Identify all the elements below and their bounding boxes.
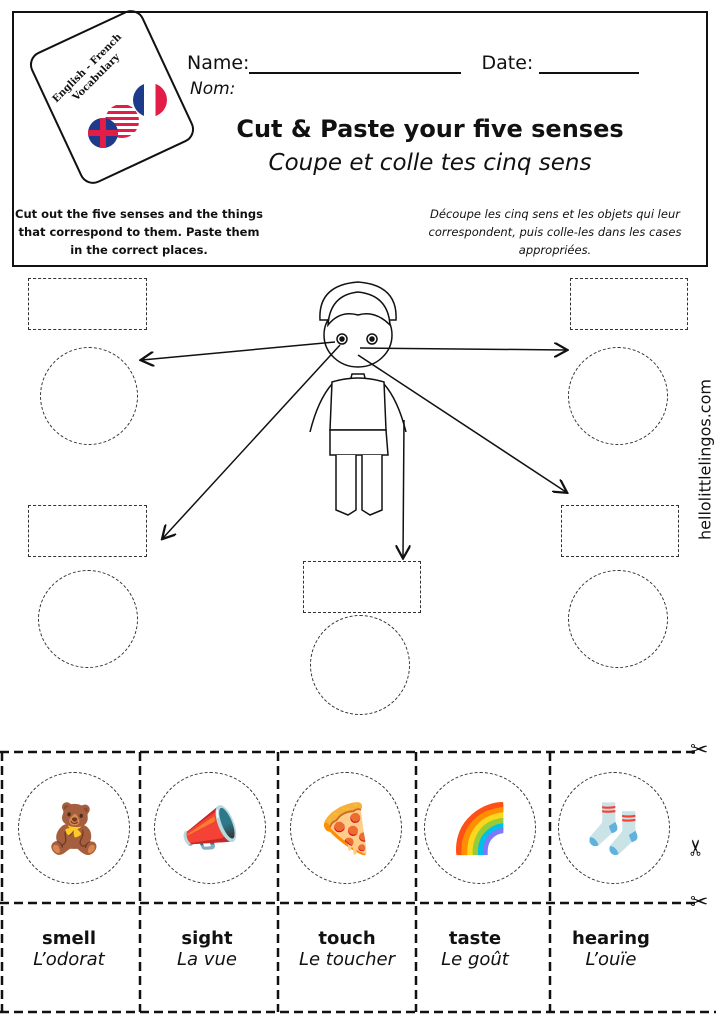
- paste-label-box: [561, 505, 679, 557]
- cut-grid: [0, 750, 716, 1014]
- instructions-french: Découpe les cinq sens et les objets qui …: [428, 207, 682, 257]
- paste-image-circle: [568, 347, 668, 445]
- website-url: hellolittlelingos.com: [695, 379, 715, 540]
- name-field[interactable]: Name: Date:: [187, 52, 640, 74]
- french-flag-icon: [133, 83, 167, 117]
- sense-label-fr: L’ouïe: [585, 949, 637, 970]
- uk-flag-icon: [88, 118, 118, 148]
- teddy-bear-icon[interactable]: 🧸: [18, 772, 130, 884]
- sense-label-en: touch: [318, 928, 376, 949]
- scissors-icon: ✂: [690, 890, 709, 915]
- boy-illustration: [0, 281, 724, 570]
- page-title: Cut & Paste your five senses: [236, 115, 624, 143]
- instructions-english: Cut out the five senses and the things t…: [15, 207, 263, 257]
- paste-image-circle: [310, 615, 410, 715]
- date-label: Date:: [481, 52, 534, 74]
- sense-label-fr: Le toucher: [298, 949, 396, 970]
- sense-label-en: taste: [448, 928, 502, 949]
- paste-label-box: [570, 278, 688, 330]
- sense-label-fr: Le goût: [441, 949, 509, 970]
- sense-label-en: sight: [181, 928, 233, 949]
- pizza-icon[interactable]: 🍕: [290, 772, 402, 884]
- page-subtitle: Coupe et colle tes cinq sens: [268, 150, 592, 176]
- paste-label-box: [28, 278, 147, 330]
- scissors-icon: ✂: [690, 738, 709, 763]
- nom-label: Nom:: [190, 79, 236, 99]
- sense-label-en: hearing: [572, 928, 650, 949]
- sense-label-fr: L’odorat: [33, 949, 105, 970]
- paste-image-circle: [40, 347, 138, 445]
- sense-label-en: smell: [41, 928, 97, 949]
- paste-image-circle: [38, 570, 138, 668]
- header-box: [12, 11, 708, 267]
- smelly-socks-icon[interactable]: 🧦: [558, 772, 670, 884]
- rainbow-icon[interactable]: 🌈: [424, 772, 536, 884]
- arrows: [142, 341, 566, 557]
- name-label: Name:: [187, 52, 250, 74]
- paste-image-circle: [568, 570, 668, 668]
- scissors-icon: ✂: [684, 838, 710, 857]
- sense-label-fr: La vue: [177, 949, 237, 970]
- paste-label-box: [303, 561, 421, 613]
- megaphone-icon[interactable]: 📣: [154, 772, 266, 884]
- paste-label-box: [28, 505, 147, 557]
